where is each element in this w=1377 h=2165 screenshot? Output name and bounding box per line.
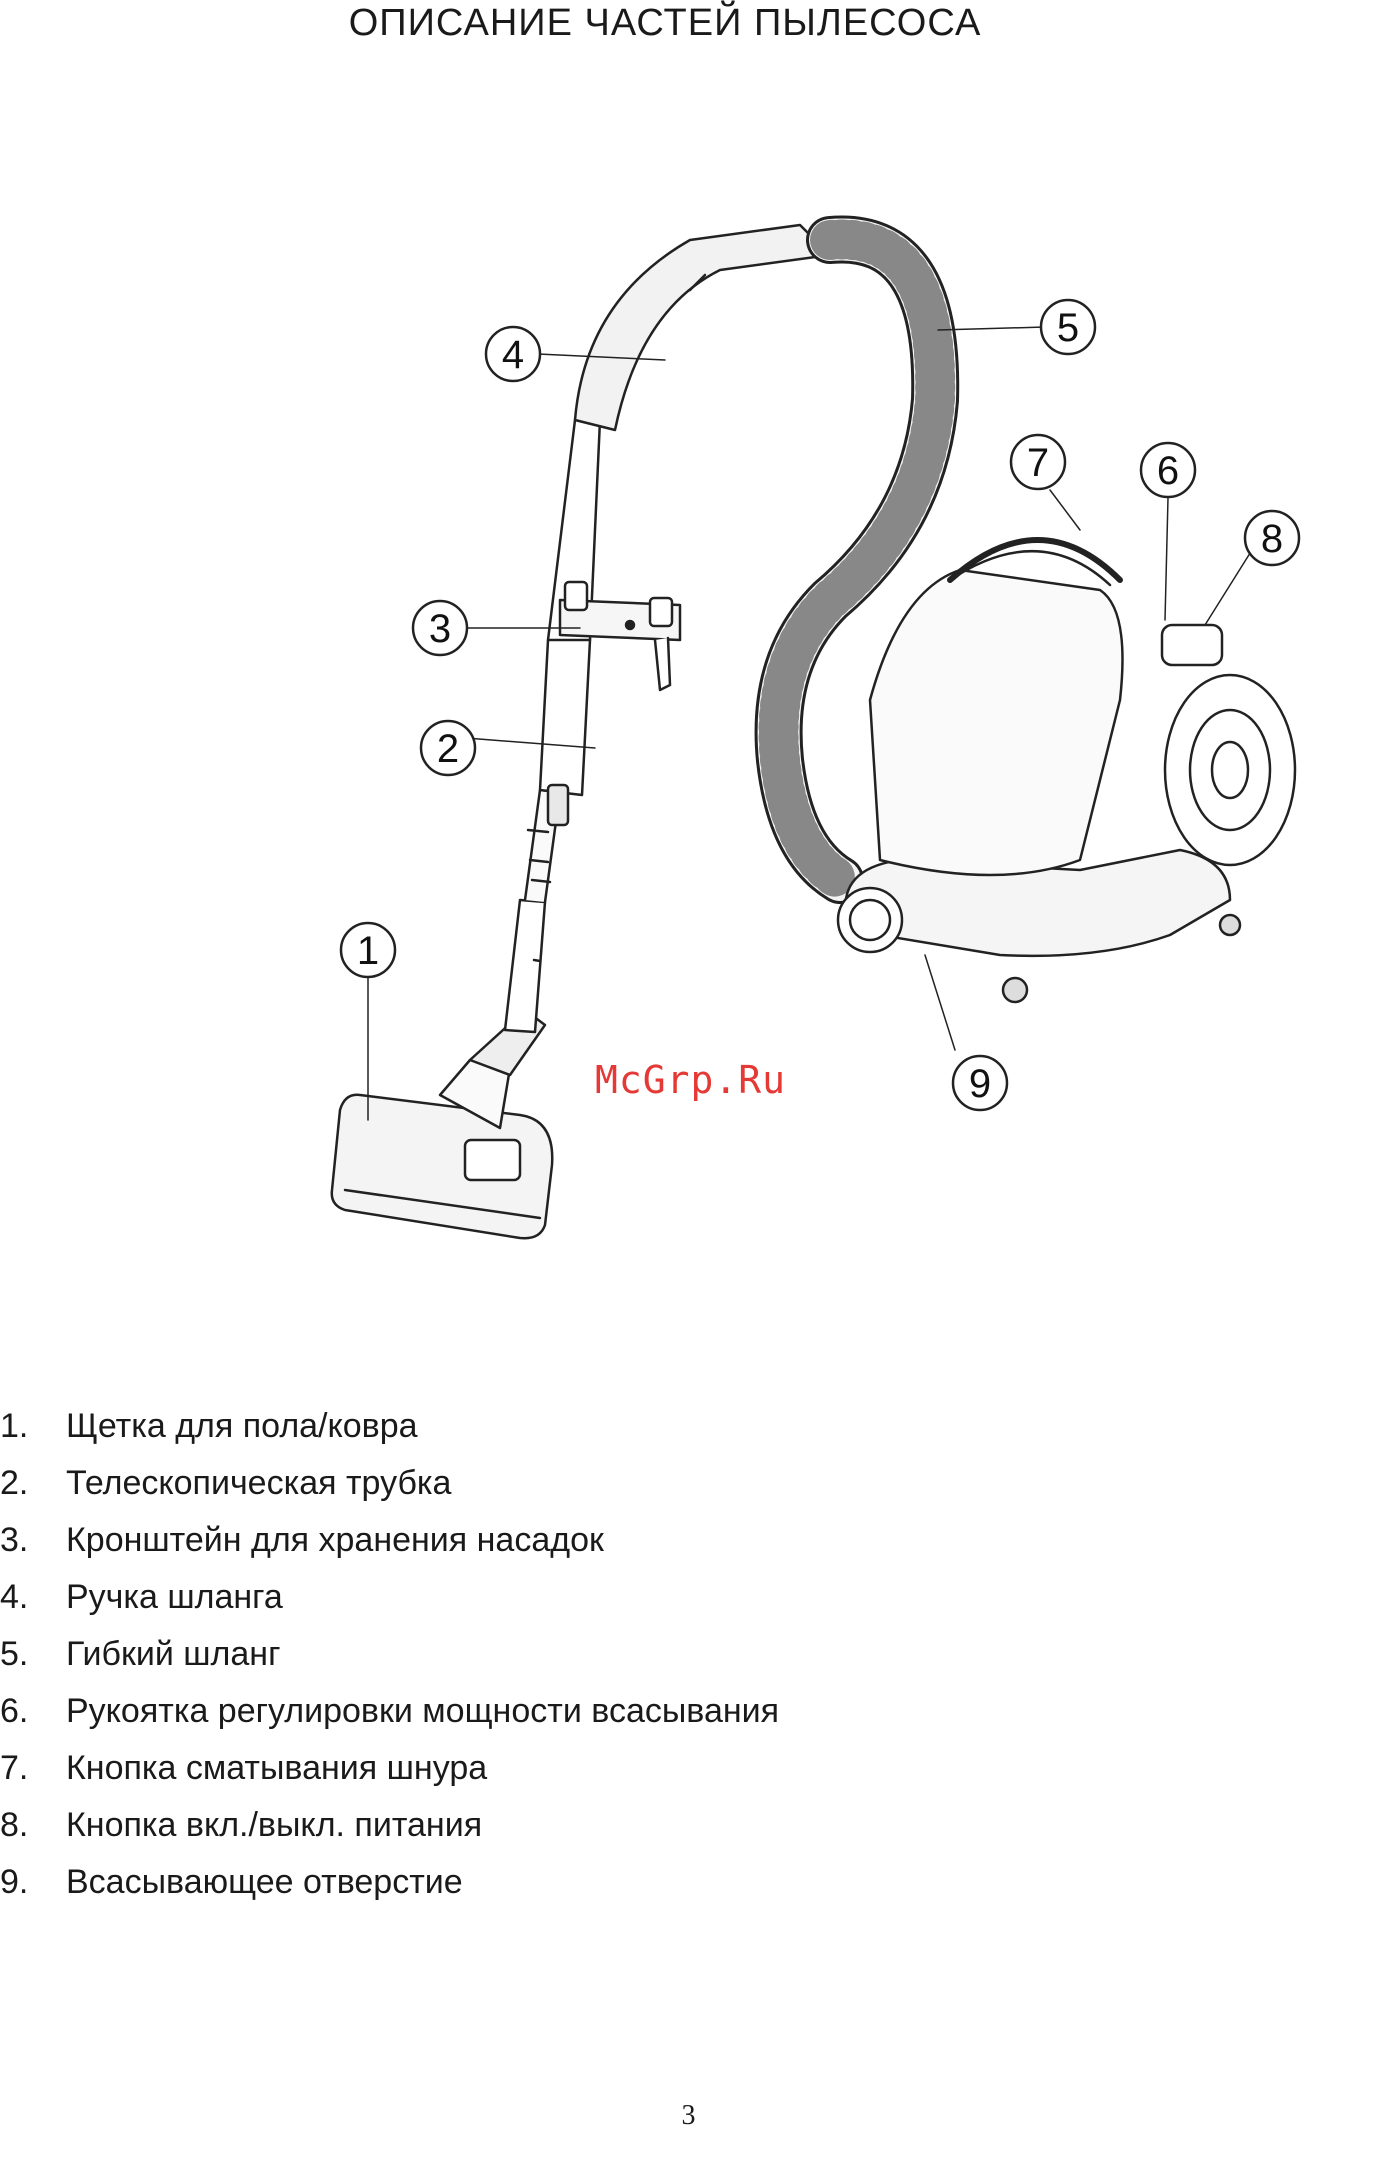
callout-3: 3 bbox=[413, 601, 467, 655]
item-label: Кнопка вкл./выкл. питания bbox=[66, 1806, 482, 1844]
item-number: 1. bbox=[0, 1398, 66, 1455]
floor-brush-drawing bbox=[332, 1060, 552, 1238]
callout-1-label: 1 bbox=[357, 929, 379, 973]
item-number: 5. bbox=[0, 1626, 66, 1683]
callout-8: 8 bbox=[1245, 511, 1299, 565]
callout-4: 4 bbox=[486, 327, 540, 381]
callout-1: 1 bbox=[341, 923, 395, 977]
list-item: 7.Кнопка сматывания шнура bbox=[0, 1740, 779, 1797]
item-label: Ручка шланга bbox=[66, 1578, 283, 1616]
callout-9: 9 bbox=[953, 1056, 1007, 1110]
page-number: 3 bbox=[0, 2100, 1377, 2132]
item-number: 9. bbox=[0, 1854, 66, 1911]
callout-6: 6 bbox=[1141, 443, 1195, 497]
hose-handle-drawing bbox=[575, 225, 830, 430]
callout-8-label: 8 bbox=[1261, 517, 1283, 561]
callout-6-label: 6 bbox=[1157, 449, 1179, 493]
callout-3-label: 3 bbox=[429, 607, 451, 651]
list-item: 8.Кнопка вкл./выкл. питания bbox=[0, 1797, 779, 1854]
leader-lines bbox=[368, 327, 1252, 1120]
list-item: 6.Рукоятка регулировки мощности всасыван… bbox=[0, 1683, 779, 1740]
item-label: Всасывающее отверстие bbox=[66, 1863, 463, 1901]
item-number: 6. bbox=[0, 1683, 66, 1740]
item-label: Кнопка сматывания шнура bbox=[66, 1749, 487, 1787]
item-label: Гибкий шланг bbox=[66, 1635, 280, 1673]
callout-7: 7 bbox=[1011, 435, 1065, 489]
item-number: 2. bbox=[0, 1455, 66, 1512]
item-number: 4. bbox=[0, 1569, 66, 1626]
item-number: 8. bbox=[0, 1797, 66, 1854]
list-item: 3.Кронштейн для хранения насадок bbox=[0, 1512, 779, 1569]
callout-7-label: 7 bbox=[1027, 441, 1049, 485]
watermark: McGrp.Ru bbox=[595, 1058, 786, 1102]
list-item: 4.Ручка шланга bbox=[0, 1569, 779, 1626]
list-item: 1.Щетка для пола/ковра bbox=[0, 1398, 779, 1455]
page-title: ОПИСАНИЕ ЧАСТЕЙ ПЫЛЕСОСА bbox=[0, 0, 1330, 46]
callout-4-label: 4 bbox=[502, 333, 524, 377]
vacuum-body-drawing bbox=[838, 540, 1295, 1002]
item-label: Телескопическая трубка bbox=[66, 1464, 451, 1502]
callout-2: 2 bbox=[421, 721, 475, 775]
vacuum-cleaner-diagram: 1 2 3 4 5 6 7 8 9 bbox=[0, 160, 1377, 1300]
item-label: Кронштейн для хранения насадок bbox=[66, 1521, 604, 1559]
item-label: Рукоятка регулировки мощности всасывания bbox=[66, 1692, 779, 1730]
list-item: 2.Телескопическая трубка bbox=[0, 1455, 779, 1512]
callout-2-label: 2 bbox=[437, 727, 459, 771]
list-item: 9.Всасывающее отверстие bbox=[0, 1854, 779, 1911]
item-label: Щетка для пола/ковра bbox=[66, 1407, 418, 1445]
parts-list: 1.Щетка для пола/ковра 2.Телескопическая… bbox=[0, 1398, 779, 1911]
callout-9-label: 9 bbox=[969, 1062, 991, 1106]
callout-5-label: 5 bbox=[1057, 306, 1079, 350]
list-item: 5.Гибкий шланг bbox=[0, 1626, 779, 1683]
item-number: 7. bbox=[0, 1740, 66, 1797]
item-number: 3. bbox=[0, 1512, 66, 1569]
callout-5: 5 bbox=[1041, 300, 1095, 354]
